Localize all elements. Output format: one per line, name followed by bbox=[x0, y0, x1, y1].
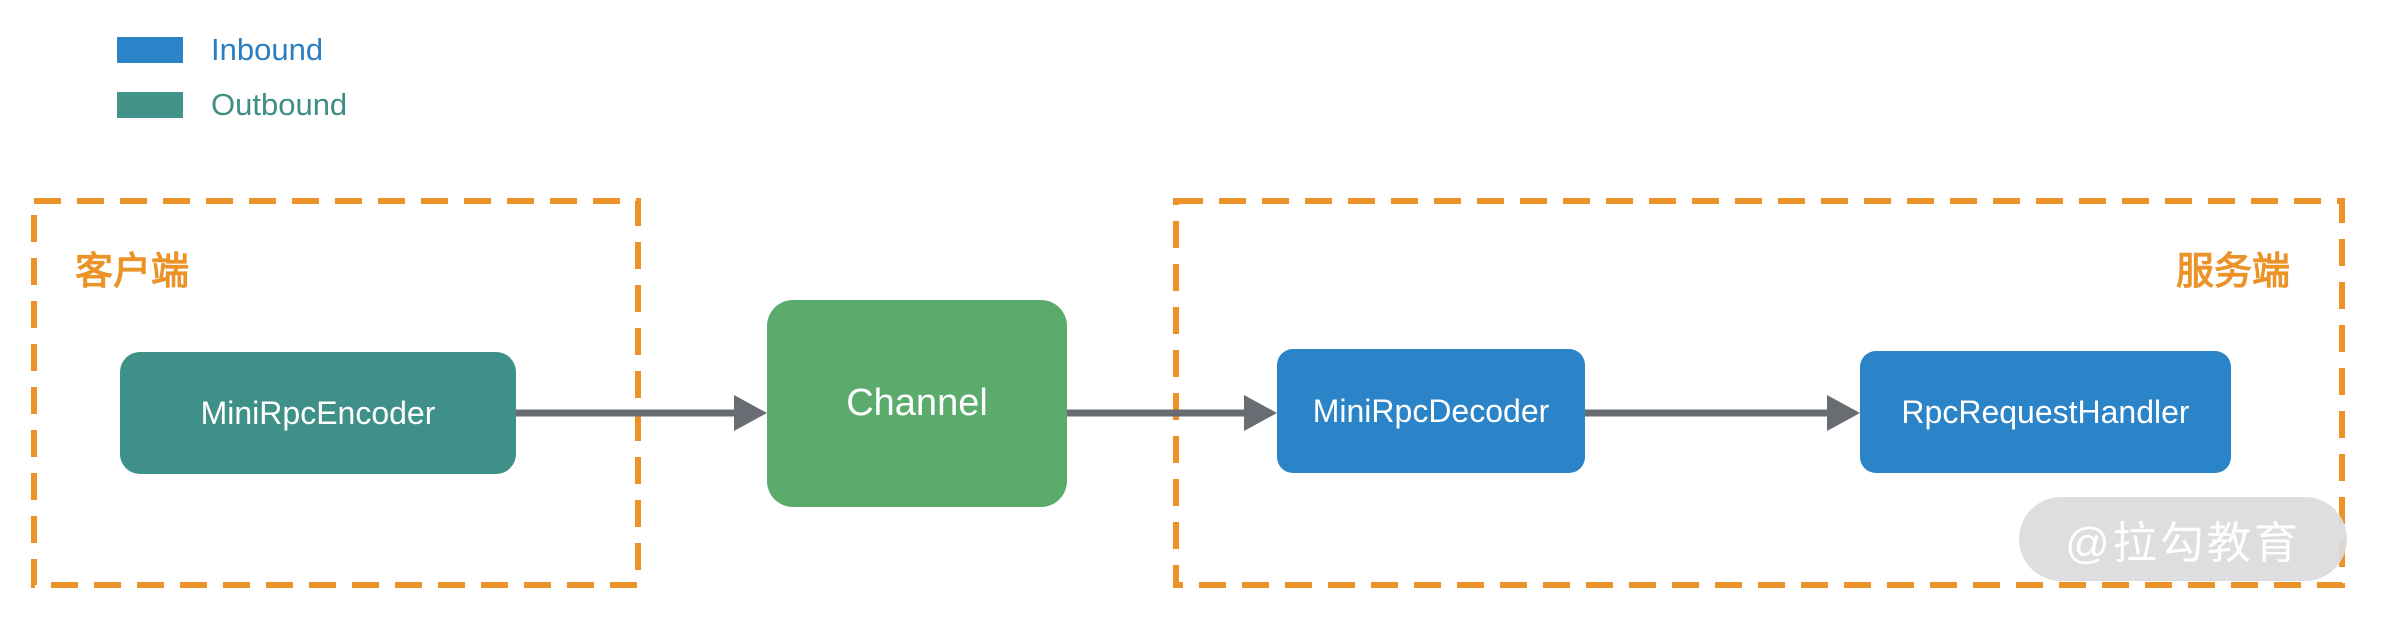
node-channel: Channel bbox=[767, 300, 1067, 507]
node-mini-rpc-decoder: MiniRpcDecoder bbox=[1277, 349, 1585, 473]
legend: Inbound Outbound bbox=[117, 30, 347, 140]
outbound-color-swatch bbox=[117, 92, 183, 118]
legend-label-inbound: Inbound bbox=[211, 32, 324, 67]
inbound-color-swatch bbox=[117, 37, 183, 63]
arrow-channel-to-decoder bbox=[1067, 395, 1277, 431]
client-group-border bbox=[31, 198, 641, 588]
server-group-label: 服务端 bbox=[2175, 251, 2290, 293]
client-group-label: 客户端 bbox=[75, 251, 190, 293]
legend-item-outbound: Outbound bbox=[117, 85, 347, 125]
node-rpc-request-handler: RpcRequestHandler bbox=[1860, 351, 2231, 473]
arrow-encoder-to-channel bbox=[516, 395, 767, 431]
arrow-decoder-to-handler bbox=[1585, 395, 1860, 431]
watermark-badge: @拉勾教育 bbox=[2019, 497, 2347, 581]
node-mini-rpc-encoder: MiniRpcEncoder bbox=[120, 352, 516, 474]
legend-label-outbound: Outbound bbox=[211, 87, 348, 122]
server-group-border bbox=[1173, 198, 2345, 588]
legend-item-inbound: Inbound bbox=[117, 30, 347, 70]
